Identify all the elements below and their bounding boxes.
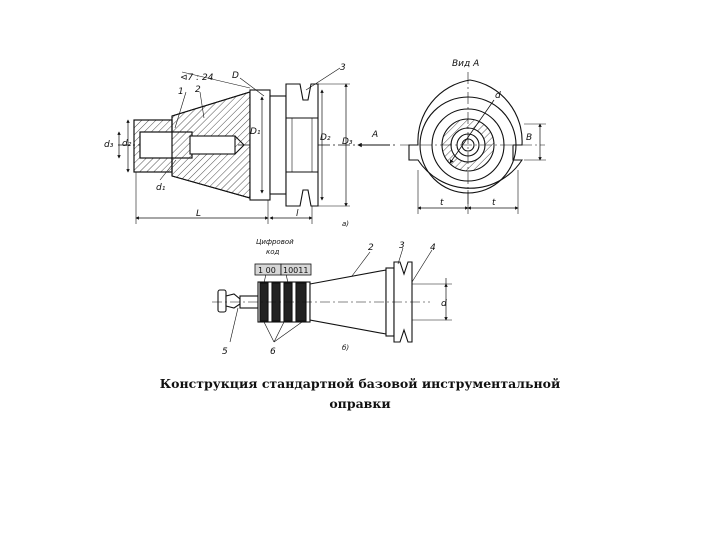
label-L: L [196, 209, 201, 219]
figure-b-code: Цифровой код 1 00 10011 [254, 238, 312, 276]
label-1: 1 [178, 87, 184, 97]
code-value-1: 1 00 [258, 266, 276, 275]
figure-a-side-view [117, 67, 395, 224]
label-b-4: 4 [430, 243, 436, 253]
label-b-5: 5 [222, 347, 228, 357]
code-label-line2: код [266, 248, 280, 256]
label-d-view: d [495, 91, 501, 101]
label-D2: D₂ [320, 133, 331, 143]
label-A: A [371, 130, 378, 140]
view-a-labels: Вид А d B t t [440, 59, 532, 208]
figure-caption: Конструкция стандартной базовой инструме… [150, 374, 570, 414]
label-B: B [526, 133, 532, 143]
label-t-left: t [440, 198, 444, 208]
label-D3: D₃ [342, 137, 353, 147]
figure-b-tag: б) [342, 344, 349, 352]
figure-a-labels: ⊲7 : 24 D 1 2 3 d₃ d₂ d₁ D₁ D₂ D₃ A L l … [104, 63, 378, 228]
label-d3: d₃ [104, 140, 114, 150]
label-l: l [296, 209, 299, 219]
figure-a-tag: а) [342, 220, 349, 228]
label-b-3: 3 [399, 241, 405, 251]
label-t-right: t [492, 198, 496, 208]
view-a-end-view [400, 72, 546, 214]
figure-b-assembly [212, 247, 452, 343]
label-b-d: d [441, 299, 447, 309]
code-box-2 [280, 263, 312, 276]
caption-line-2: оправки [329, 396, 391, 411]
code-label-line1: Цифровой [256, 238, 294, 246]
label-d2: d₂ [122, 139, 132, 149]
label-D1: D₁ [250, 127, 261, 137]
label-d1: d₁ [156, 183, 166, 193]
label-D: D [232, 71, 239, 81]
label-3: 3 [340, 63, 346, 73]
label-b-2: 2 [368, 243, 374, 253]
label-2: 2 [195, 85, 201, 95]
taper-label: ⊲7 : 24 [180, 73, 214, 83]
code-value-2: 10011 [283, 266, 308, 275]
caption-line-1: Конструкция стандартной базовой инструме… [159, 376, 561, 391]
view-a-title: Вид А [452, 59, 479, 69]
label-b-6: 6 [270, 347, 276, 357]
figure-b-labels: 2 3 4 5 6 d б) [222, 241, 447, 357]
